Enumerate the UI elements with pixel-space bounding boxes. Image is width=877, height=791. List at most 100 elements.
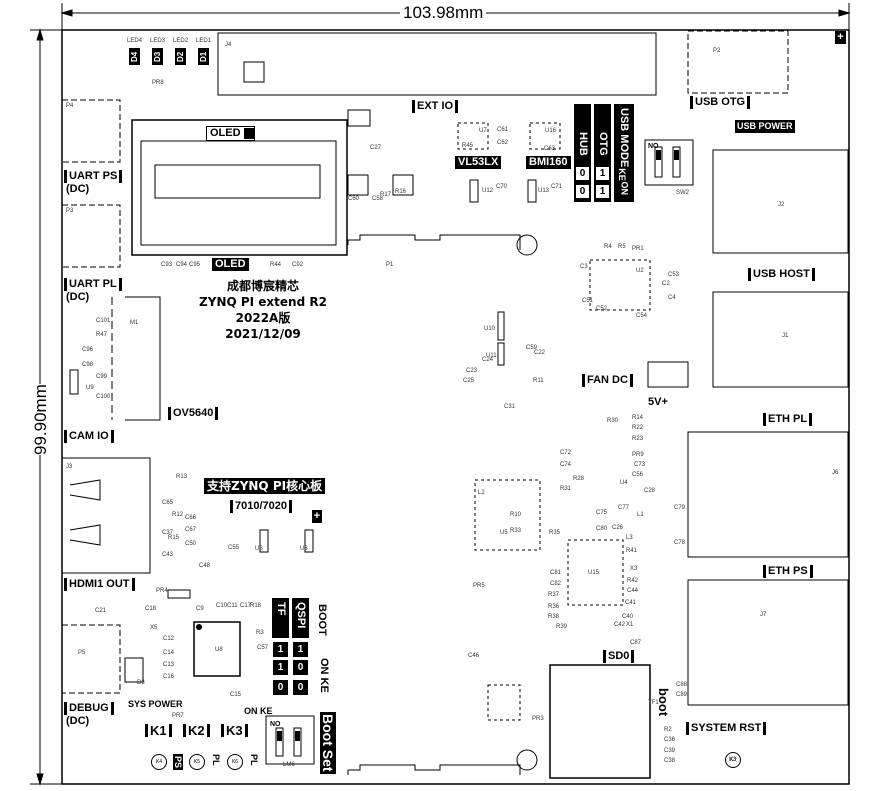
ref-c13: C13: [163, 662, 175, 668]
boot-cell: 1: [273, 660, 288, 675]
ref-r18: R18: [250, 603, 262, 609]
board-version: 2022A版: [235, 311, 291, 325]
ref-r35: R35: [549, 530, 561, 536]
ref-c41: C41: [625, 600, 637, 606]
key-k3-sub-text: PL: [249, 754, 259, 766]
usb-on: ON: [619, 181, 630, 196]
j6-eth-pl: [687, 431, 849, 558]
ref-j1: J1: [782, 333, 789, 339]
ref-c54: C54: [636, 313, 648, 319]
key-k2-ref: K5: [193, 759, 201, 765]
led-d1: D1: [198, 48, 210, 65]
key-k3-button[interactable]: K6: [227, 754, 243, 770]
ref-c82: C82: [550, 581, 562, 587]
plus-marker: +: [835, 31, 846, 44]
j1-usb-host: [712, 291, 849, 388]
ref-u3: U3: [300, 546, 308, 552]
ref-r15: R15: [168, 535, 180, 541]
key-k2-sub-text: PL: [211, 754, 221, 766]
ref-r16: R16: [395, 189, 407, 195]
ref-c18: C18: [145, 606, 157, 612]
bmi160-label: BMI160: [526, 156, 571, 169]
oled-bottom-label: OLED: [212, 258, 249, 271]
ref-c93: C93: [161, 262, 173, 268]
j7-eth-ps: [687, 579, 849, 706]
ref-l2: L2: [478, 490, 485, 496]
k3-reset-button[interactable]: K3: [725, 752, 741, 768]
ref-c62: C62: [497, 140, 509, 146]
ref-u7: U7: [479, 128, 487, 134]
led-name: LED1: [196, 38, 212, 44]
ref-m1: M1: [130, 320, 139, 326]
board-info: 成都博宸精芯 ZYNQ PI extend R2 2022A版 2021/12/…: [193, 278, 333, 342]
ref-c100: C100: [96, 394, 111, 400]
sd0-label: SD0: [603, 650, 635, 663]
ref-r38: R38: [548, 614, 560, 620]
ref-c94: C94: [176, 262, 188, 268]
ref-r42: R42: [627, 578, 639, 584]
ref-c99: C99: [96, 374, 108, 380]
ref-r39: R39: [556, 624, 568, 630]
ref-c101: C101: [96, 318, 111, 324]
boot-qspi: QSPI: [295, 602, 307, 629]
ref-r36: R36: [548, 604, 560, 610]
cam-io-label: CAM IO: [64, 430, 114, 443]
usb-otg-val-1: 1: [595, 166, 610, 181]
ref-pr1: PR1: [632, 246, 644, 252]
ref-c36: C36: [664, 737, 676, 743]
j3-hdmi: [61, 457, 151, 574]
sd0-slot: [549, 664, 651, 779]
ref-u15: U15: [588, 570, 600, 576]
ref-c40: C40: [622, 614, 634, 620]
boot-col-names: [272, 598, 289, 638]
ref-c51: C51: [582, 298, 594, 304]
j4-connector: [217, 32, 657, 96]
ref-p4: P4: [66, 103, 74, 109]
ref-c70: C70: [496, 184, 508, 190]
ref-r41: R41: [626, 548, 638, 554]
usb-mode-otg: OTG: [597, 132, 609, 156]
ref-u12: U12: [482, 188, 494, 194]
ref-r28: R28: [573, 476, 585, 482]
boot-set-text: Boot Set: [320, 714, 336, 772]
ref-c44: C44: [627, 588, 639, 594]
ref-c67: C67: [185, 527, 197, 533]
ref-c23: C23: [466, 368, 478, 374]
ref-c98: C98: [82, 362, 94, 368]
ref-c31: C31: [504, 404, 516, 410]
debug-text: DEBUG: [64, 702, 114, 715]
ref-c78: C78: [674, 540, 686, 546]
ref-c38: C38: [664, 758, 676, 764]
ref-c4: C4: [668, 295, 676, 301]
led-name: LED2: [173, 38, 189, 44]
ref-x1: X1: [626, 622, 634, 628]
plus-marker-2: +: [312, 510, 322, 523]
ref-pr3: PR3: [532, 716, 544, 722]
key-k3-sub: PL: [249, 754, 259, 766]
j2-usb: [712, 149, 849, 254]
lm6-no: NO: [270, 721, 281, 728]
on-ke-label: ON KE: [244, 706, 273, 716]
debug-dc: (DC): [66, 715, 90, 727]
ref-d3: D3: [137, 680, 145, 686]
ref-c72: C72: [560, 450, 572, 456]
key-k2-button[interactable]: K5: [189, 754, 205, 770]
ref-r31: R31: [560, 486, 572, 492]
key-k1-button[interactable]: K4: [151, 754, 167, 770]
usb-hub-val-2: 0: [575, 184, 590, 199]
ref-c66: C66: [185, 515, 197, 521]
ref-u4: U4: [620, 480, 628, 486]
ref-c42: C42: [614, 622, 626, 628]
boot-cell: 0: [293, 660, 308, 675]
usb-power-label: USB POWER: [735, 120, 795, 133]
key-k1-sub-text: PS: [173, 756, 183, 769]
oled-module: [131, 119, 348, 256]
boot-cell: 0: [293, 680, 308, 695]
ref-c10: C10: [216, 603, 228, 609]
p4-connector: [61, 99, 121, 163]
ref-c12: C12: [163, 636, 175, 642]
ref-c88: C88: [676, 682, 688, 688]
ref-r17: R17: [380, 192, 392, 198]
